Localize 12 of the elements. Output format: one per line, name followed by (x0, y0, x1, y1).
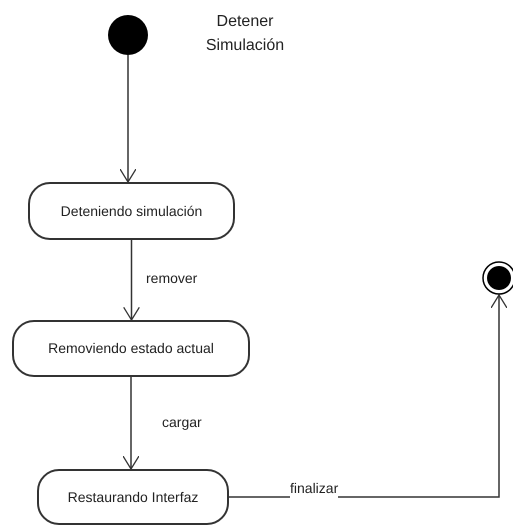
state-label: Restaurando Interfaz (68, 488, 198, 506)
state-box (12, 320, 250, 377)
transition-arrow (229, 294, 508, 498)
state-caption: Detener Simulación (204, 12, 286, 56)
state-box (28, 182, 235, 240)
transition-arrow (122, 240, 140, 321)
transition-arrow (122, 377, 140, 470)
state-label: Deteniendo simulación (60, 202, 202, 220)
state-box (37, 469, 229, 525)
state-label: Removiendo estado actual (48, 339, 214, 358)
initial-state-circle (108, 15, 148, 55)
transition-arrow (119, 55, 137, 183)
